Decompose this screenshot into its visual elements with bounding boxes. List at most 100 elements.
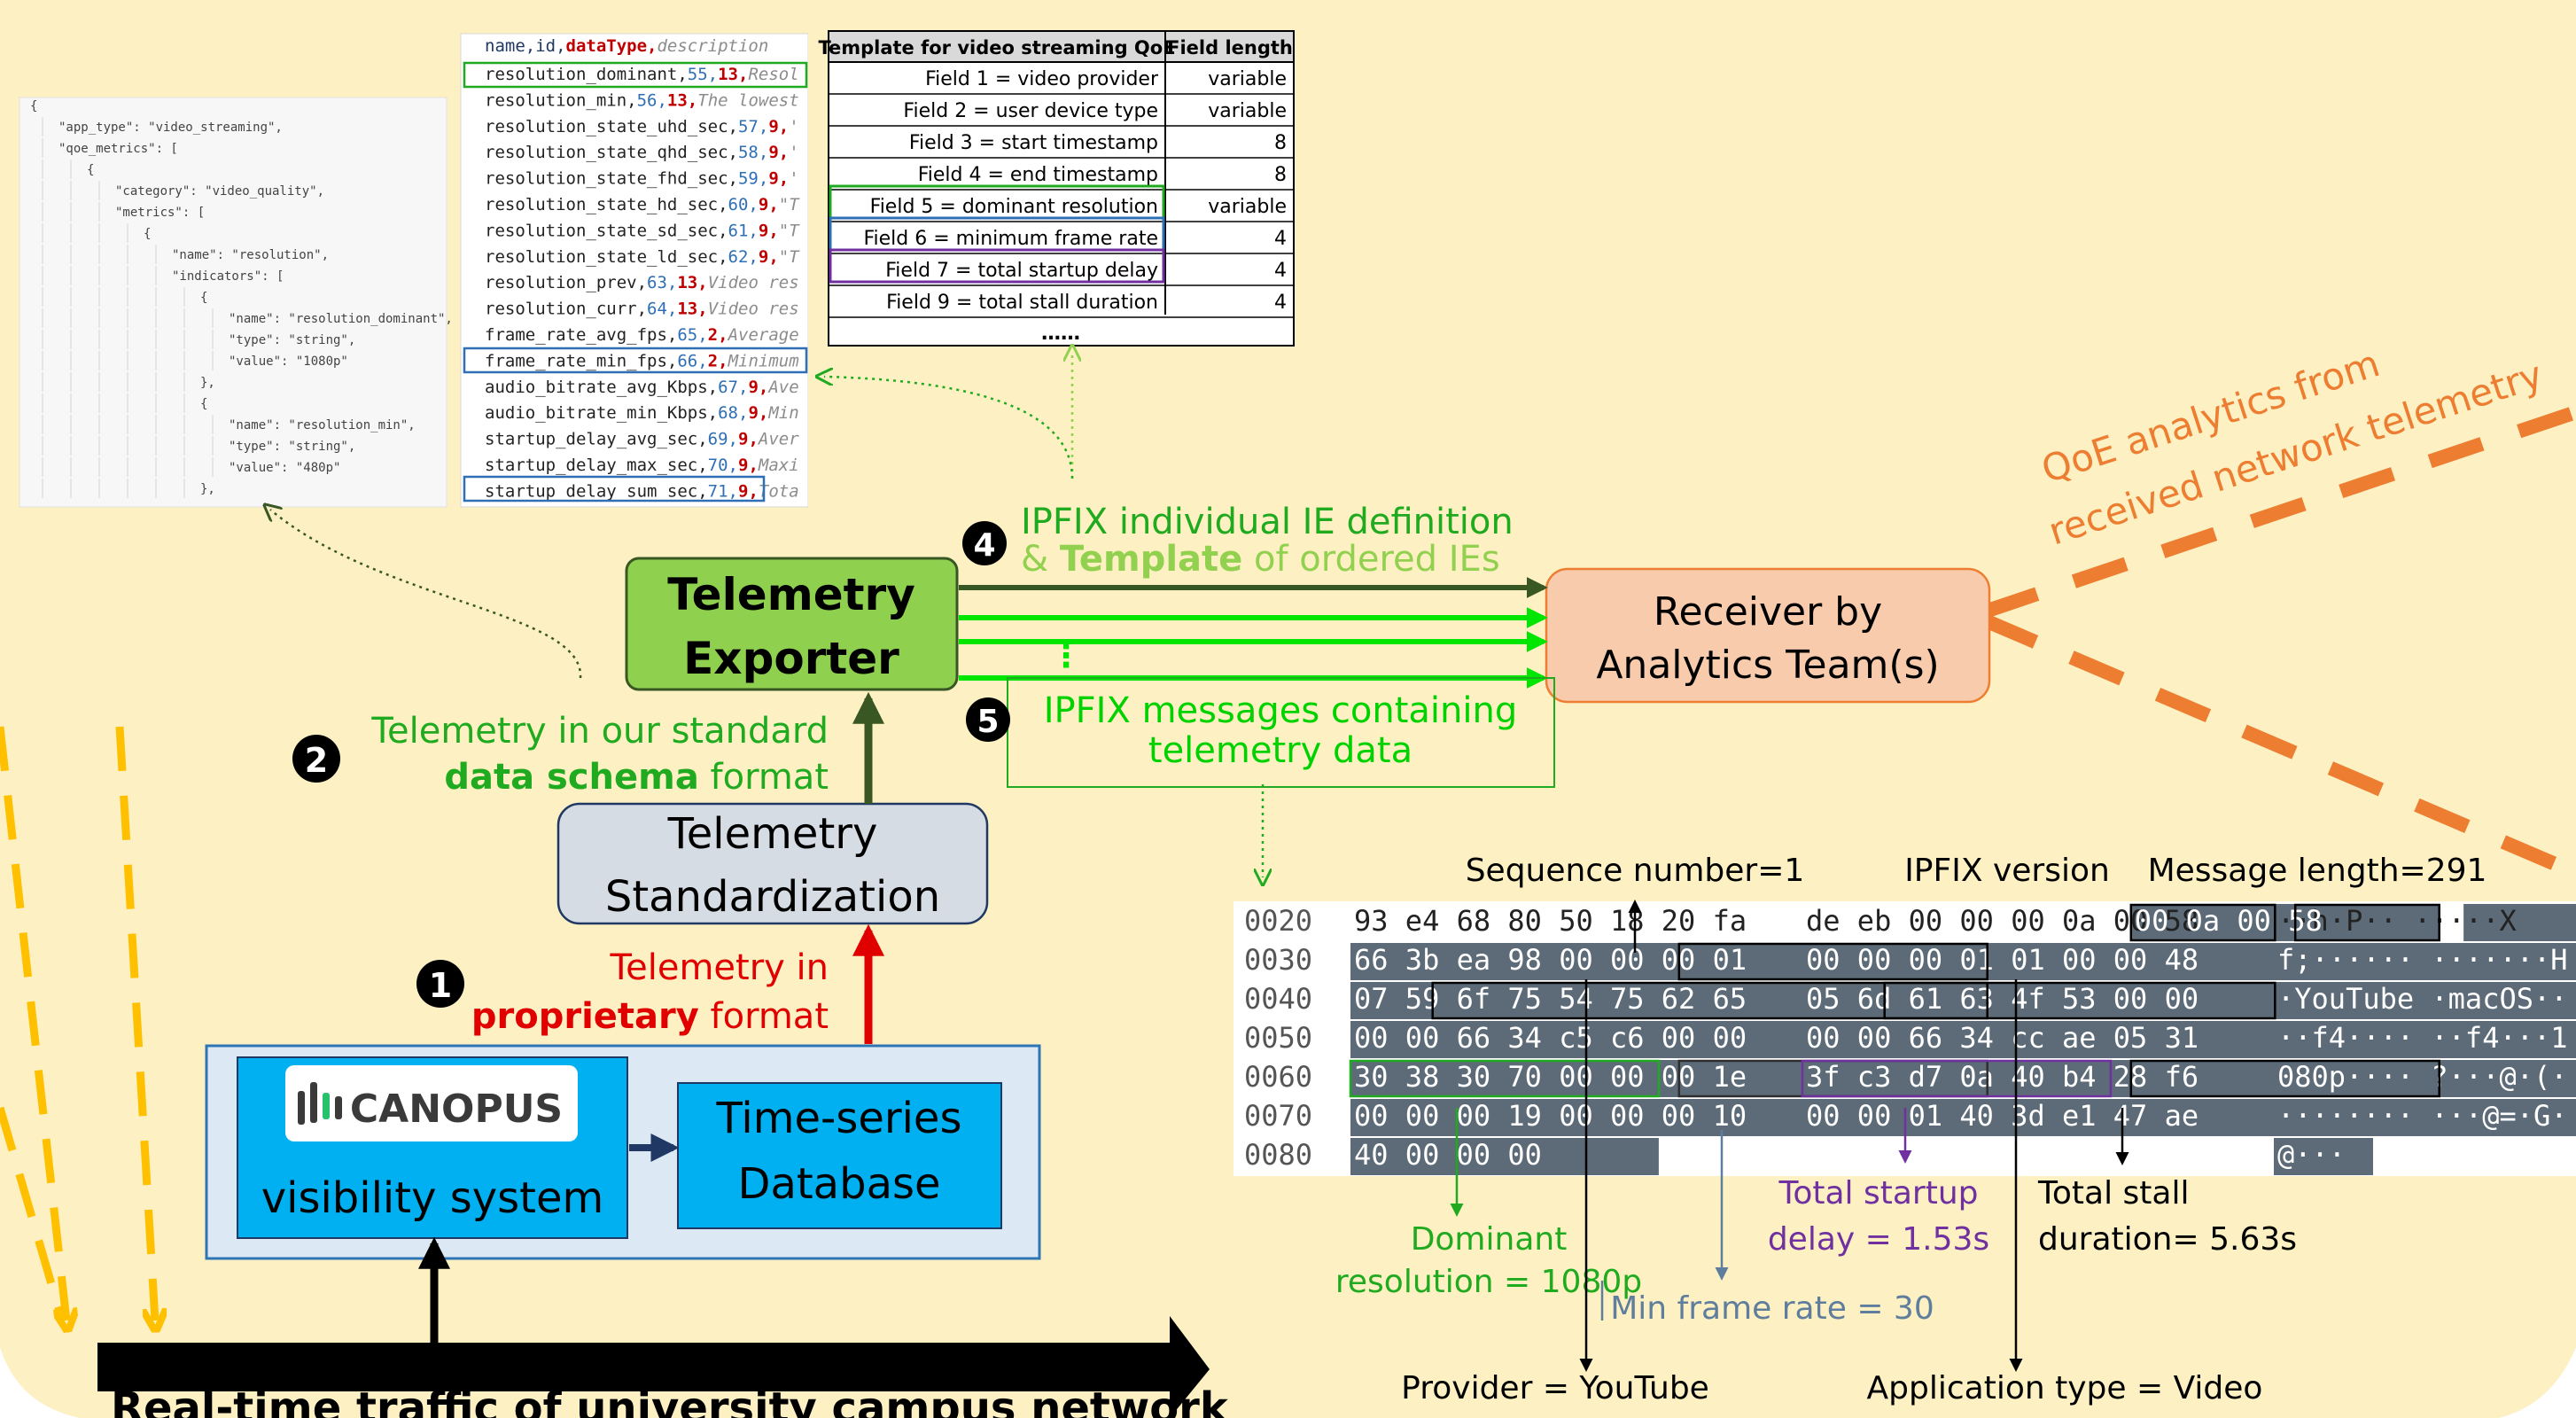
template-header-field: Template for video streaming QoE bbox=[818, 37, 1175, 58]
template-table-frame bbox=[828, 30, 1295, 347]
app-type-box bbox=[1883, 981, 2276, 1020]
csv-row-id: 59, bbox=[738, 169, 768, 189]
gold-dashed-line-right bbox=[115, 726, 155, 1321]
csv-row-type: 13, bbox=[677, 300, 707, 319]
step-1-bold: proprietary bbox=[471, 996, 699, 1037]
step-4-label-line1: IPFIX individual IE definition bbox=[1021, 502, 1514, 542]
json-line: "value": "480p" bbox=[229, 461, 340, 475]
hex-offset: 0040 bbox=[1244, 982, 1312, 1016]
hex-offset: 0030 bbox=[1244, 943, 1312, 977]
hex-group-a: 93 e4 68 80 50 18 20 fa bbox=[1354, 904, 1747, 938]
analytics-receiver: Receiver by Analytics Team(s) bbox=[1545, 567, 1991, 704]
csv-row-id: 64, bbox=[647, 300, 677, 319]
step-2-badge bbox=[292, 735, 340, 783]
csv-row-desc: "T bbox=[779, 247, 800, 267]
hex-ascii: f;······ ·······H bbox=[2277, 943, 2568, 977]
provider-box bbox=[1431, 981, 1988, 1020]
csv-row-type: 9, bbox=[759, 247, 779, 267]
template-row-field: Field 2 = user device type bbox=[903, 100, 1158, 122]
json-line: "qoe_metrics": [ bbox=[58, 142, 178, 156]
dotted-arrow-to-json bbox=[270, 510, 582, 679]
json-line: "name": "resolution_dominant", bbox=[229, 312, 453, 326]
csv-row-name: resolution_state_fhd_sec, bbox=[485, 169, 738, 189]
csv-row-desc: ' bbox=[789, 169, 798, 189]
tsdb-label-line1: Time-series bbox=[716, 1094, 962, 1143]
csv-row-id: 60, bbox=[728, 195, 759, 214]
traffic-label: Real-time traffic of university campus n… bbox=[111, 1383, 1229, 1418]
hex-offset: 0070 bbox=[1244, 1099, 1312, 1133]
csv-row-name: resolution_min, bbox=[485, 90, 637, 110]
csv-clip-edge bbox=[808, 34, 815, 507]
csv-row: resolution_state_sd_sec,61,9,"T bbox=[485, 221, 800, 240]
telemetry-exporter: Telemetry Exporter bbox=[625, 557, 959, 691]
csv-row-name: audio_bitrate_min_Kbps, bbox=[485, 403, 718, 423]
csv-row: resolution_prev,63,13,Video res bbox=[485, 273, 799, 292]
csv-row-type: 9, bbox=[768, 143, 789, 162]
hex-field-boxes bbox=[1349, 903, 2440, 1098]
step-4-number: 4 bbox=[973, 527, 995, 564]
csv-highlight-dominant bbox=[463, 61, 808, 89]
template-row-field: Field 5 = dominant resolution bbox=[870, 196, 1158, 218]
template-header-length: Field length bbox=[1167, 37, 1293, 58]
ascii-highlight bbox=[2463, 904, 2576, 941]
message-continuation-dots: ⋮ bbox=[1050, 638, 1082, 674]
tsdb-box bbox=[677, 1082, 1002, 1229]
csv-row-id: 65, bbox=[677, 325, 707, 345]
csv-row-name: audio_bitrate_avg_Kbps, bbox=[485, 378, 718, 397]
csv-row: frame_rate_avg_fps,65,2,Average bbox=[485, 325, 799, 345]
sequence-number-label: Sequence number=1 bbox=[1466, 853, 1805, 889]
csv-row-type: 9, bbox=[738, 481, 759, 501]
json-line: { bbox=[200, 291, 207, 305]
hex-offset: 0050 bbox=[1244, 1021, 1312, 1055]
json-line: { bbox=[200, 397, 207, 411]
step-4-rest: of ordered IEs bbox=[1242, 539, 1499, 580]
hex-offset: 0060 bbox=[1244, 1060, 1312, 1094]
csv-row: resolution_min,56,13,The lowest bbox=[485, 90, 799, 110]
receiver-label-line2: Analytics Team(s) bbox=[1596, 643, 1939, 688]
tsdb-label-line2: Database bbox=[737, 1159, 940, 1209]
csv-highlight-startup bbox=[463, 475, 766, 503]
template-row-field: Field 6 = minimum frame rate bbox=[863, 228, 1158, 250]
json-line: }, bbox=[200, 376, 215, 390]
template-ellipsis: …… bbox=[1041, 323, 1080, 345]
step-2-rest: format bbox=[699, 757, 829, 798]
exporter-label-line1: Telemetry bbox=[667, 569, 915, 620]
csv-row: resolution_curr,64,13,Video res bbox=[485, 300, 799, 319]
csv-row-type: 9, bbox=[768, 169, 789, 189]
step-5-badge bbox=[966, 697, 1010, 742]
csv-row-type: 13, bbox=[718, 65, 748, 84]
ascii-highlight bbox=[2274, 982, 2576, 1019]
standardization-box bbox=[556, 802, 989, 925]
template-row-length: variable bbox=[1208, 68, 1287, 90]
csv-row-desc: Average bbox=[728, 325, 799, 345]
receiver-label-line1: Receiver by bbox=[1654, 589, 1882, 635]
csv-row-desc: Min bbox=[767, 403, 798, 423]
min-frame-label: Min frame rate = 30 bbox=[1610, 1290, 1934, 1327]
csv-row-type: 2, bbox=[708, 325, 728, 345]
csv-row-name: resolution_state_hd_sec, bbox=[485, 195, 728, 214]
version-box bbox=[2129, 903, 2276, 942]
hex-ascii: @··· bbox=[2277, 1138, 2346, 1172]
hex-offset: 0080 bbox=[1244, 1138, 1312, 1172]
provider-label: Provider = YouTube bbox=[1401, 1370, 1709, 1406]
csv-row-name: startup_delay_max_sec, bbox=[485, 456, 708, 475]
csv-highlight-minframe bbox=[463, 347, 808, 374]
ascii-highlight bbox=[2274, 943, 2576, 980]
hex-group-a: 00 00 66 34 c5 c6 00 00 bbox=[1354, 1021, 1747, 1055]
csv-lines: name,id,dataType,descriptionresolution_d… bbox=[485, 34, 815, 507]
template-row-field: Field 1 = video provider bbox=[925, 68, 1159, 90]
json-line: "name": "resolution_min", bbox=[229, 418, 416, 432]
csv-row-type: 9, bbox=[748, 403, 768, 423]
csv-row: resolution_dominant,55,13,Resol bbox=[485, 65, 799, 84]
template-row-field: Field 7 = total startup delay bbox=[885, 260, 1158, 282]
template-row-field: Field 3 = start timestamp bbox=[909, 132, 1158, 154]
template-row-length: 4 bbox=[1274, 228, 1287, 250]
hex-ascii: ··f4···· ··f4···1 bbox=[2277, 1021, 2568, 1055]
csv-row-type: 9, bbox=[768, 117, 789, 136]
csv-row-name: resolution_state_ld_sec, bbox=[485, 247, 728, 267]
stall-label-line1: Total stall bbox=[2037, 1175, 2189, 1212]
csv-row-type: 2, bbox=[708, 351, 728, 370]
